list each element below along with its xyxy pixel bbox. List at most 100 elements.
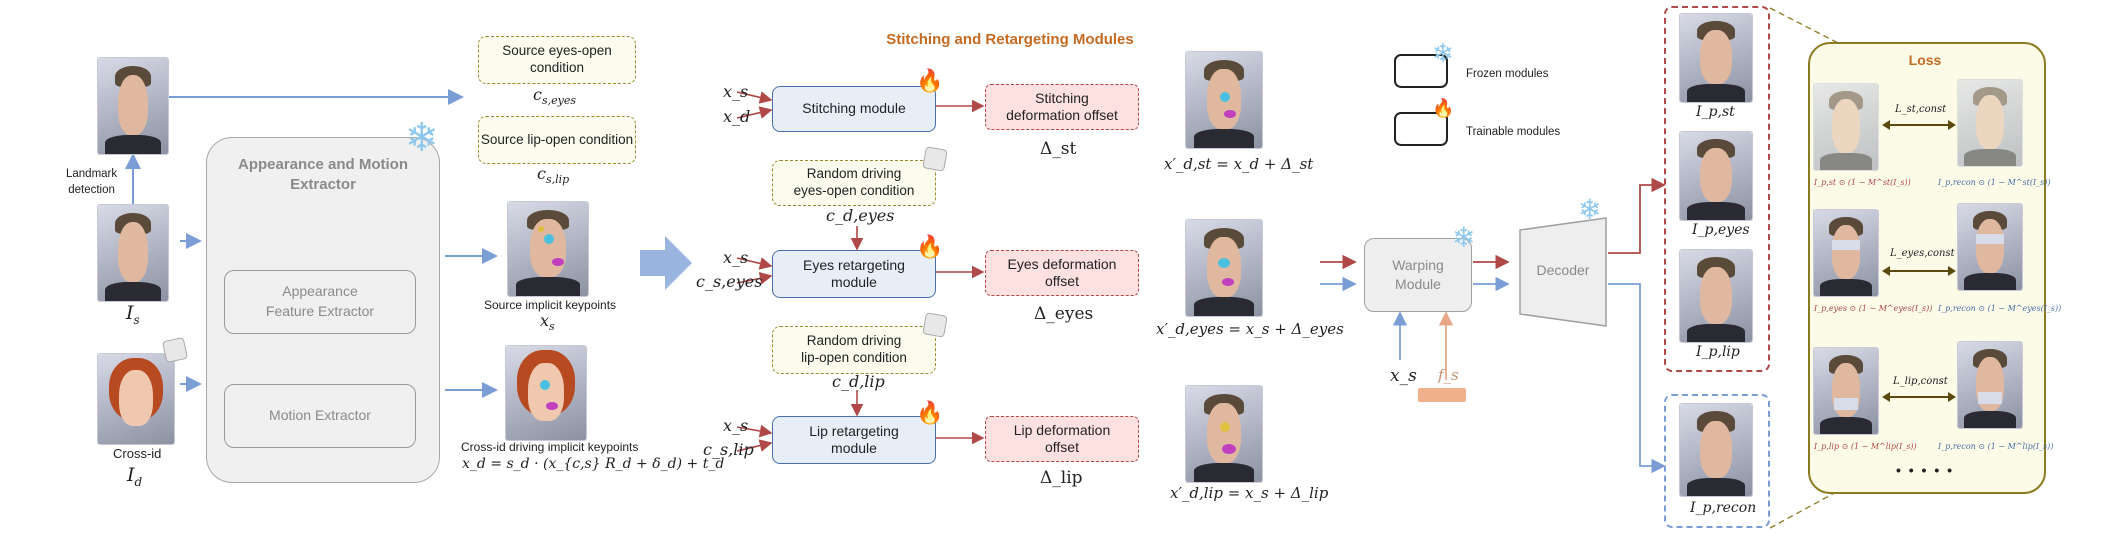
stitching-panel-title: Stitching and Retargeting Modules bbox=[886, 31, 1134, 48]
loss-eyes-const: L_eyes,const bbox=[1890, 248, 1955, 259]
output-eyes-image bbox=[1186, 220, 1262, 316]
driving-face bbox=[98, 354, 174, 444]
output-p-lip bbox=[1680, 250, 1752, 342]
stitch-input-xs: x_s bbox=[723, 82, 749, 101]
loss-st-right-image bbox=[1958, 80, 2022, 166]
eyes-input-cs: c_s,eyes bbox=[696, 272, 763, 291]
eyes-retargeting-module: Eyes retargeting module bbox=[772, 250, 936, 298]
flame-icon: 🔥 bbox=[916, 68, 944, 93]
appearance-feature-extractor: Appearance Feature Extractor bbox=[224, 270, 416, 334]
random-lip-condition: Random driving lip-open condition bbox=[772, 326, 936, 374]
source-face bbox=[98, 205, 168, 301]
big-block-arrow bbox=[640, 236, 692, 290]
loss-more-dots: • • • • • bbox=[1895, 462, 1955, 478]
extractor-panel bbox=[206, 137, 440, 483]
decoder-label: Decoder bbox=[1536, 262, 1590, 278]
p-st-label: I_p,st bbox=[1696, 104, 1735, 120]
flame-icon: 🔥 bbox=[1432, 98, 1455, 118]
output-eyes-formula: x′_d,eyes = x_s + Δ_eyes bbox=[1156, 320, 1344, 338]
delta-eyes: Δ_eyes bbox=[1034, 304, 1094, 324]
lip-input-cs: c_s,lip bbox=[703, 440, 754, 459]
snowflake-icon: ❄ bbox=[1452, 222, 1476, 253]
c-d-lip: c_d,lip bbox=[832, 372, 885, 391]
eyes-input-xs: x_s bbox=[723, 248, 749, 267]
p-recon-label: I_p,recon bbox=[1690, 500, 1757, 516]
extractor-title: Appearance and Motion Extractor bbox=[237, 156, 409, 193]
p-lip-label: I_p,lip bbox=[1696, 344, 1740, 360]
source-face-top bbox=[98, 58, 168, 154]
source-lip-open-condition: Source lip-open condition bbox=[478, 116, 636, 164]
eyes-deformation-offset: Eyes deformation offset bbox=[985, 250, 1139, 296]
lip-input-xs: x_s bbox=[723, 416, 749, 435]
delta-lip: Δ_lip bbox=[1040, 468, 1083, 488]
driving-keypoints-caption: Cross-id driving implicit keypoints bbox=[461, 440, 639, 454]
snowflake-icon: ❄ bbox=[405, 116, 439, 160]
loss-lip-right-image bbox=[1958, 342, 2022, 428]
warp-input-fs: f_s bbox=[1438, 366, 1459, 384]
p-eyes-label: I_p,eyes bbox=[1692, 222, 1750, 238]
loss-st-const: L_st,const bbox=[1895, 104, 1947, 115]
output-lip-formula: x′_d,lip = x_s + Δ_lip bbox=[1170, 484, 1329, 502]
driving-image-symbol: Id bbox=[127, 464, 143, 489]
flame-icon: 🔥 bbox=[916, 400, 944, 425]
c-s-eyes-symbol: cs,eyes bbox=[533, 85, 576, 108]
frozen-legend-label: Frozen modules bbox=[1466, 68, 1549, 80]
loss-lip-left-caption: I_p,lip ⊙ (1 − M^lip(I_s)) bbox=[1814, 442, 1917, 451]
loss-st-left-image bbox=[1814, 84, 1878, 170]
output-p-recon bbox=[1680, 404, 1752, 496]
source-image-symbol: Is bbox=[126, 302, 140, 327]
loss-lip-arrow bbox=[1882, 392, 1956, 402]
output-p-st bbox=[1680, 14, 1752, 102]
random-eyes-condition: Random driving eyes-open condition bbox=[772, 160, 936, 206]
snowflake-icon: ❄ bbox=[1432, 38, 1454, 68]
stitch-input-xd: x_d bbox=[723, 107, 751, 126]
loss-eyes-arrow bbox=[1882, 266, 1956, 276]
driving-keypoints-image bbox=[506, 346, 586, 440]
dice-icon bbox=[922, 312, 948, 338]
lip-deformation-offset: Lip deformation offset bbox=[985, 416, 1139, 462]
delta-st: Δ_st bbox=[1040, 139, 1077, 159]
source-eyes-open-condition: Source eyes-open condition bbox=[478, 36, 636, 84]
loss-st-left-caption: I_p,st ⊙ (1 − M^st(I_s)) bbox=[1814, 178, 1911, 187]
loss-lip-right-caption: I_p,recon ⊙ (1 − M^lip(I_s)) bbox=[1938, 442, 2054, 451]
feature-volume-icon bbox=[1418, 388, 1466, 402]
loss-eyes-right-image bbox=[1958, 204, 2022, 290]
dice-icon bbox=[161, 336, 189, 364]
stitching-module: Stitching module bbox=[772, 86, 936, 132]
c-s-lip-symbol: cs,lip bbox=[537, 164, 570, 187]
output-lip-image bbox=[1186, 386, 1262, 482]
dice-icon bbox=[922, 146, 948, 172]
cross-id-label: Cross-id bbox=[113, 446, 162, 461]
source-keypoints-caption: Source implicit keypoints bbox=[484, 298, 617, 312]
frozen-legend-box bbox=[1394, 54, 1448, 88]
x-s-symbol: xs bbox=[540, 311, 555, 334]
recon-output-group bbox=[1664, 394, 1770, 528]
flame-icon: 🔥 bbox=[916, 234, 944, 259]
stitching-deformation-offset: Stitching deformation offset bbox=[985, 84, 1139, 130]
loss-st-right-caption: I_p,recon ⊙ (1 − M^st(I_s)) bbox=[1938, 178, 2051, 187]
c-d-eyes: c_d,eyes bbox=[826, 206, 895, 225]
warp-input-xs: x_s bbox=[1390, 366, 1417, 386]
source-keypoints-image bbox=[508, 202, 588, 296]
loss-eyes-left-caption: I_p,eyes ⊙ (1 − M^eyes(I_s)) bbox=[1814, 304, 1933, 313]
trainable-legend-label: Trainable modules bbox=[1466, 126, 1561, 138]
loss-lip-left-image bbox=[1814, 348, 1878, 434]
loss-st-arrow bbox=[1882, 120, 1956, 130]
loss-title: Loss bbox=[1908, 52, 1942, 68]
lip-retargeting-module: Lip retargeting module bbox=[772, 416, 936, 464]
trainable-legend-box bbox=[1394, 112, 1448, 146]
decoder-shape bbox=[1519, 217, 1607, 327]
motion-extractor: Motion Extractor bbox=[224, 384, 416, 448]
output-st-formula: x′_d,st = x_d + Δ_st bbox=[1164, 155, 1314, 173]
driving-keypoints-formula: x_d = s_d · (x_{c,s} R_d + δ_d) + t_d bbox=[462, 456, 725, 472]
trainable-outputs-group bbox=[1664, 6, 1770, 372]
snowflake-icon: ❄ bbox=[1578, 194, 1602, 225]
warping-module: Warping Module bbox=[1364, 238, 1472, 312]
output-st-image bbox=[1186, 52, 1262, 148]
loss-lip-const: L_lip,const bbox=[1893, 376, 1948, 387]
output-p-eyes bbox=[1680, 132, 1752, 220]
loss-eyes-right-caption: I_p,recon ⊙ (1 − M^eyes(I_s)) bbox=[1938, 304, 2062, 313]
landmark-detection-label: Landmark detection bbox=[66, 168, 118, 196]
loss-eyes-left-image bbox=[1814, 210, 1878, 296]
